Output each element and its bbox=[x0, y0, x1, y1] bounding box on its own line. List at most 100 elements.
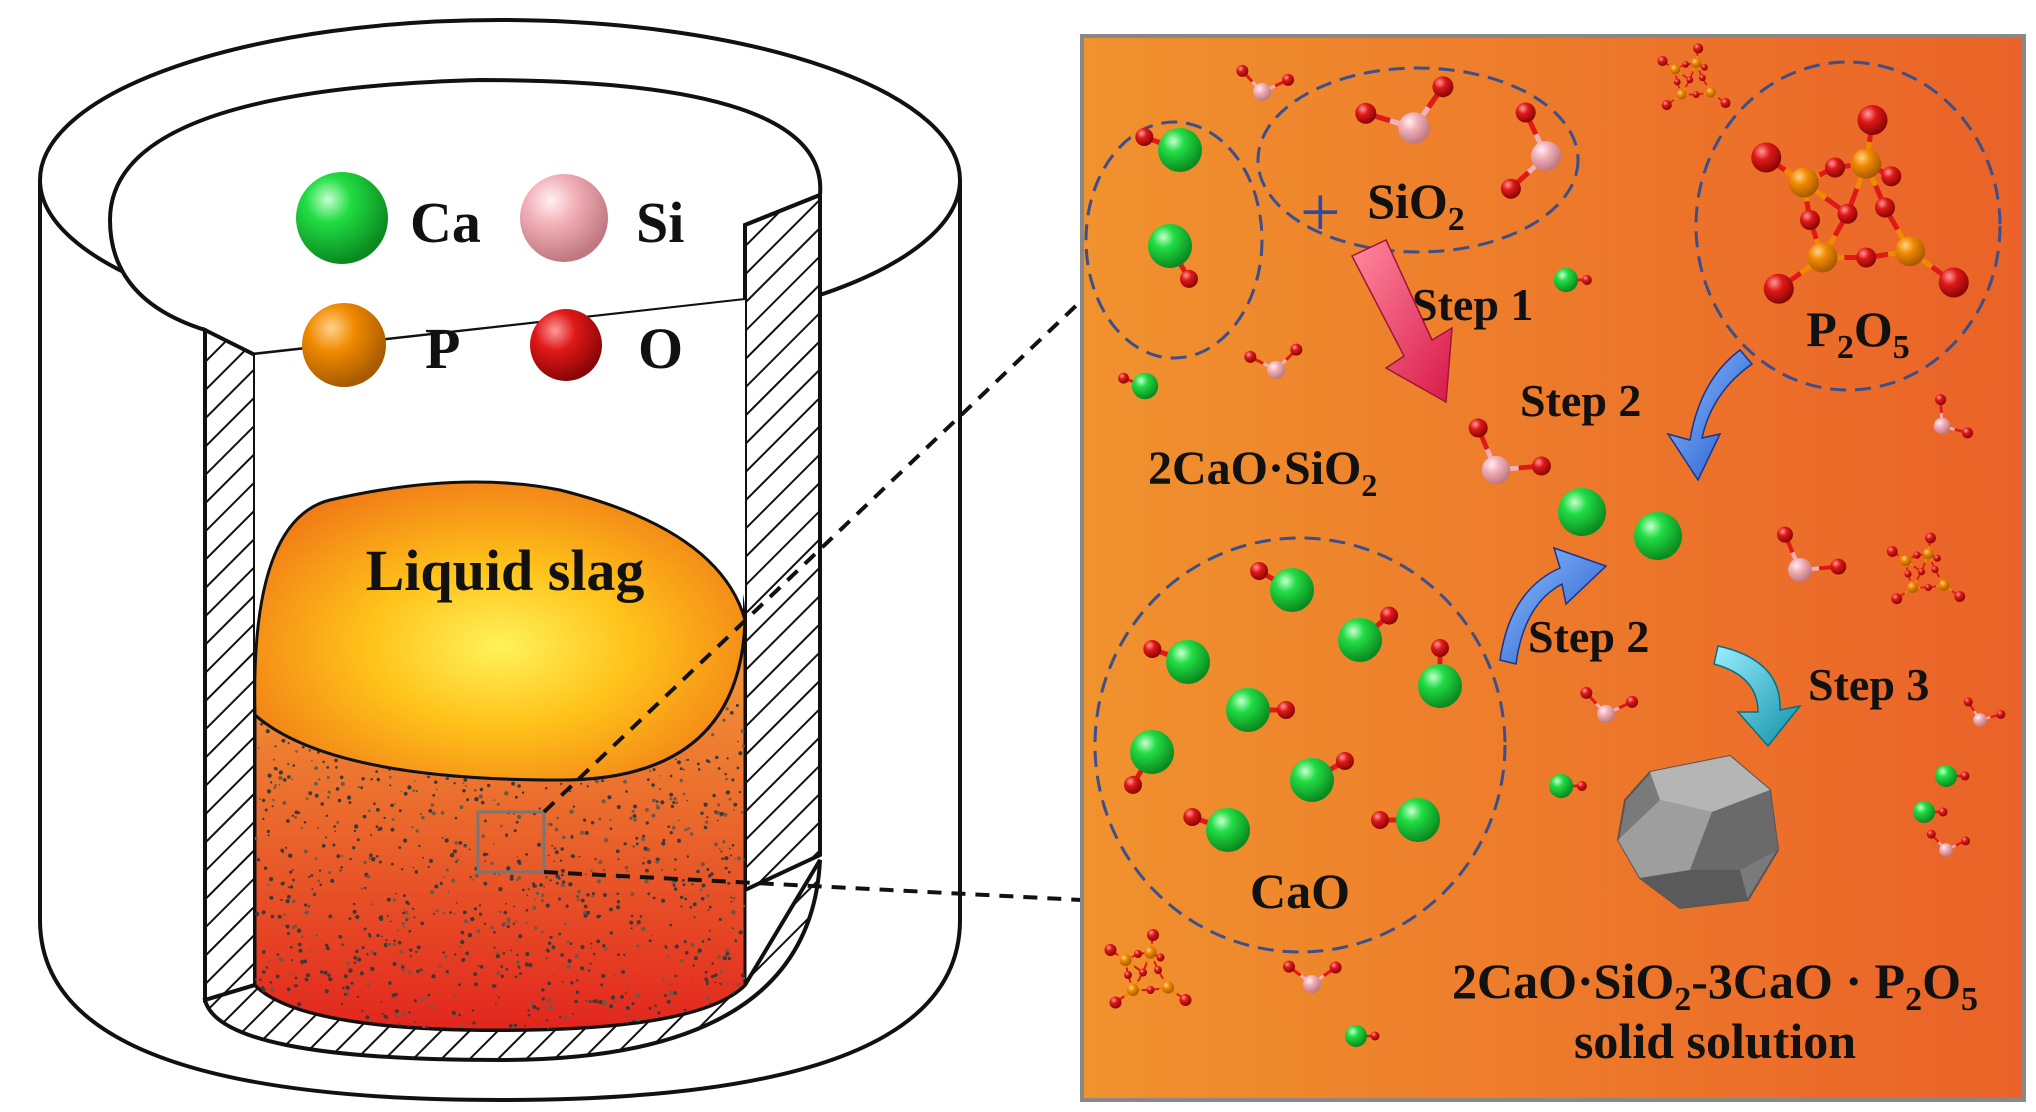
slag-particle bbox=[675, 758, 677, 760]
slag-particle bbox=[596, 939, 601, 944]
cao-group bbox=[1093, 536, 1507, 954]
slag-particle bbox=[318, 869, 322, 872]
oxygen-atom bbox=[1962, 427, 1974, 439]
p2o5-label: P2O5 bbox=[1806, 301, 1909, 366]
slag-particle bbox=[527, 888, 530, 891]
slag-particle bbox=[672, 801, 676, 804]
slag-particle bbox=[669, 792, 674, 797]
slag-particle bbox=[255, 836, 258, 841]
slag-particle bbox=[558, 897, 561, 901]
slag-particle bbox=[641, 926, 646, 932]
slag-particle bbox=[389, 784, 392, 787]
oxygen-atom bbox=[1124, 775, 1142, 794]
slag-particle bbox=[401, 868, 404, 871]
slag-particle bbox=[266, 829, 270, 834]
oxygen-atom bbox=[1692, 91, 1700, 98]
slag-particle bbox=[660, 800, 665, 805]
slag-particle bbox=[405, 919, 408, 922]
slag-particle bbox=[587, 969, 591, 972]
oxygen-atom bbox=[1657, 55, 1668, 67]
slag-particle bbox=[345, 961, 350, 965]
slag-particle bbox=[651, 798, 656, 803]
slag-particle bbox=[412, 789, 416, 792]
slag-particle bbox=[289, 885, 294, 889]
slag-particle bbox=[462, 782, 465, 785]
silicon-atom bbox=[1933, 417, 1951, 435]
slag-particle bbox=[391, 818, 395, 821]
legend-ca-label: Ca bbox=[410, 190, 481, 255]
slag-particle bbox=[517, 965, 520, 968]
slag-particle bbox=[724, 866, 728, 870]
slag-particle bbox=[725, 777, 728, 781]
slag-particle bbox=[352, 902, 356, 906]
slag-particle bbox=[577, 889, 582, 894]
slag-particle bbox=[667, 825, 670, 828]
slag-particle bbox=[717, 954, 721, 959]
slag-particle bbox=[464, 919, 468, 924]
slag-particle bbox=[602, 893, 607, 897]
slag-particle bbox=[278, 775, 283, 781]
oxygen-atom bbox=[1156, 953, 1165, 962]
oxygen-atom bbox=[1581, 275, 1592, 285]
slag-particle bbox=[287, 894, 291, 899]
oxygen-atom bbox=[1917, 568, 1926, 576]
slag-particle bbox=[348, 917, 352, 921]
slag-particle bbox=[473, 972, 478, 976]
slag-particle bbox=[335, 787, 340, 791]
slag-particle bbox=[270, 781, 273, 784]
slag-particle bbox=[332, 843, 336, 847]
slag-particle bbox=[725, 707, 729, 711]
oxygen-atom bbox=[1961, 836, 1971, 846]
slag-particle bbox=[740, 973, 745, 978]
oxygen-atom bbox=[1913, 551, 1921, 559]
slag-particle bbox=[679, 778, 683, 783]
slag-particle bbox=[444, 954, 448, 959]
slag-particle bbox=[469, 876, 472, 879]
slag-particle bbox=[733, 809, 735, 812]
slag-particle bbox=[420, 921, 425, 926]
slag-particle bbox=[651, 783, 655, 787]
slag-particle bbox=[407, 785, 412, 790]
slag-particle bbox=[648, 939, 652, 943]
slag-particle bbox=[292, 878, 295, 882]
slag-particle bbox=[516, 939, 519, 942]
slag-particle bbox=[630, 927, 633, 930]
slag-particle bbox=[594, 858, 597, 861]
slag-particle bbox=[394, 1009, 399, 1014]
slag-particle bbox=[451, 878, 456, 883]
slag-particle bbox=[269, 877, 274, 882]
slag-particle bbox=[554, 827, 559, 832]
slag-particle bbox=[724, 856, 729, 861]
slag-particle bbox=[717, 767, 721, 770]
slag-particle bbox=[703, 802, 708, 807]
slag-particle bbox=[498, 910, 502, 914]
slag-particle bbox=[393, 803, 396, 806]
slag-particle bbox=[642, 862, 645, 865]
slag-particle bbox=[403, 907, 405, 910]
phosphorus-atom bbox=[1788, 167, 1819, 198]
slag-particle bbox=[517, 876, 522, 880]
slag-particle bbox=[629, 920, 634, 925]
slag-particle bbox=[262, 970, 266, 974]
slag-particle bbox=[652, 896, 656, 900]
slag-particle bbox=[684, 897, 688, 901]
slag-particle bbox=[259, 978, 262, 982]
slag-particle bbox=[430, 803, 435, 807]
phosphorus-atom bbox=[1162, 981, 1174, 994]
slag-particle bbox=[567, 959, 572, 963]
oxygen-atom bbox=[1963, 697, 1973, 707]
slag-particle bbox=[329, 1009, 332, 1012]
slag-particle bbox=[590, 946, 593, 950]
slag-particle bbox=[712, 793, 716, 798]
slag-particle bbox=[336, 854, 341, 859]
oxygen-atom bbox=[1139, 968, 1147, 977]
slag-particle bbox=[415, 950, 418, 954]
slag-particle bbox=[696, 869, 700, 874]
slag-particle bbox=[498, 873, 501, 876]
slag-particle bbox=[355, 949, 359, 954]
slag-particle bbox=[388, 981, 392, 985]
slag-particle bbox=[675, 944, 679, 948]
slag-particle bbox=[532, 882, 536, 886]
slag-particle bbox=[534, 926, 538, 930]
slag-particle bbox=[294, 976, 298, 980]
